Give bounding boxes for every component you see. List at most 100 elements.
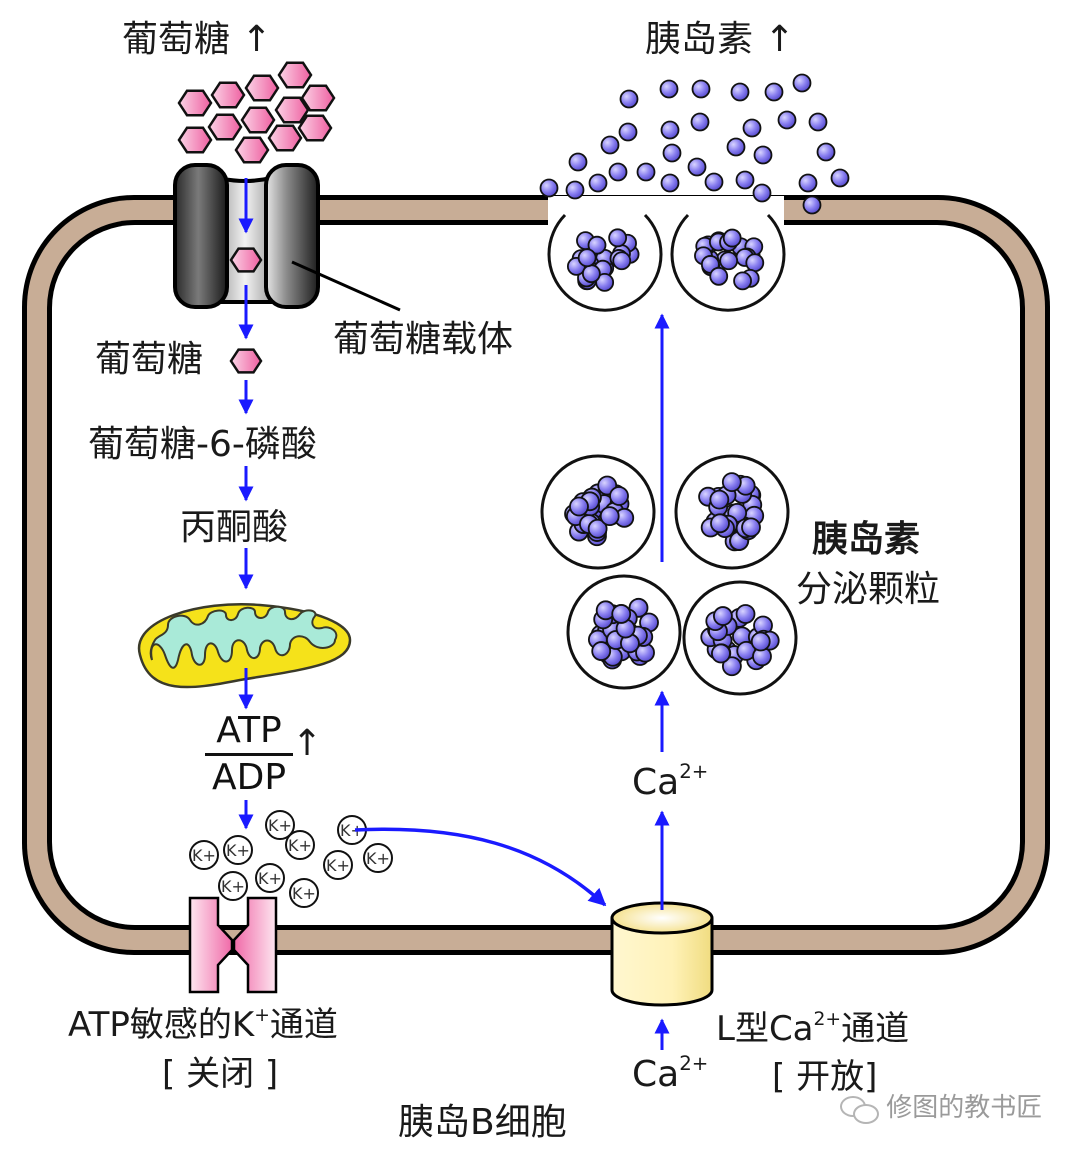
insulin-molecule (742, 118, 762, 138)
insulin-molecule (735, 604, 756, 624)
glucose-molecule (240, 106, 276, 134)
k-atp-channel (188, 896, 278, 994)
glucose-molecule (177, 126, 213, 154)
insulin-molecule (600, 135, 620, 155)
l-type-ca-channel (610, 901, 714, 1007)
insulin-molecule (733, 271, 752, 291)
insulin-molecule (687, 157, 707, 177)
k-ion-circle (265, 810, 295, 840)
ca-inside-label: Ca2+ (632, 762, 708, 803)
insulin-molecule (798, 173, 818, 193)
glucose-inside-label: 葡萄糖 (95, 339, 204, 380)
watermark-text: 修图的教书匠 (886, 1093, 1043, 1123)
insulin-molecule (802, 195, 822, 215)
k-to-ca-arrow (354, 827, 607, 907)
k-ion-circle (323, 850, 353, 880)
k-ion: K+ (218, 871, 248, 901)
insulin-molecule (816, 142, 836, 162)
insulin-granule (540, 454, 656, 570)
k-ion-circle (363, 843, 393, 873)
up-arrow-icon: ↑ (764, 19, 795, 60)
fusing-vesicle (670, 213, 786, 312)
insulin-molecule (719, 251, 739, 271)
insulin-molecule (709, 489, 730, 510)
glucose-molecule (177, 89, 213, 117)
k-channel-label-suffix: 通道 (269, 1005, 338, 1045)
glucose-high-label: 葡萄糖 ↑ (122, 22, 272, 58)
insulin-molecule (808, 112, 828, 132)
insulin-molecule (609, 486, 629, 506)
transporter-leader-line (291, 260, 401, 312)
k-ion-text: K+ (340, 821, 364, 840)
k-channel-label-prefix: ATP敏感的K (68, 1005, 255, 1045)
k-ion: K+ (223, 835, 253, 865)
glucose-high-text: 葡萄糖 (122, 19, 231, 60)
insulin-molecule (591, 641, 612, 661)
adp-text: ADP (211, 757, 287, 798)
ca-channel-label: L型Ca2+通道 (716, 1009, 909, 1046)
k-ion: K+ (285, 830, 315, 860)
k-ion-circle (223, 835, 253, 865)
insulin-molecule (777, 110, 797, 130)
insulin-molecule (660, 173, 680, 193)
glucose-molecule (234, 136, 270, 164)
glucose-molecule (297, 114, 333, 142)
insulin-molecule (735, 170, 755, 190)
k-ion-text: K+ (226, 841, 250, 860)
insulin-granule (682, 580, 798, 696)
insulin-molecule (587, 518, 608, 539)
insulin-molecule (660, 120, 680, 140)
ca-text: Ca (632, 1054, 680, 1095)
k-ion-circle (289, 878, 319, 908)
insulin-molecule (691, 79, 711, 99)
insulin-high-label: 胰岛素 ↑ (645, 22, 795, 58)
glucose-molecule (300, 84, 336, 112)
k-ion-text: K+ (268, 816, 292, 835)
fusing-vesicle (547, 213, 663, 312)
pyruvate-label: 丙酮酸 (180, 507, 289, 548)
insulin-molecule (612, 251, 632, 271)
insulin-molecule (792, 73, 812, 93)
k-ion: K+ (323, 850, 353, 880)
k-channel-label: ATP敏感的K+通道 (68, 1005, 338, 1045)
insulin-molecule (721, 472, 742, 493)
ca-channel-label-sup: 2+ (813, 1009, 842, 1031)
k-ion-circle (255, 863, 285, 893)
cell-membrane (22, 195, 1050, 955)
insulin-molecule (588, 173, 608, 193)
k-ion: K+ (189, 840, 219, 870)
insulin-molecule (569, 496, 589, 517)
k-ion: K+ (289, 878, 319, 908)
insulin-molecule (611, 604, 632, 624)
glucose-molecule (210, 81, 246, 109)
insulin-molecule (710, 513, 730, 534)
insulin-granule (674, 454, 790, 570)
wechat-icon (840, 1095, 879, 1124)
glucose-molecule (244, 74, 280, 102)
insulin-molecule (726, 137, 746, 157)
glucose-molecule (277, 61, 313, 89)
ca-outside-label: Ca2+ (632, 1054, 708, 1095)
insulin-molecule (730, 82, 750, 102)
glucose-molecule (229, 348, 263, 374)
glucose-transporter-label: 葡萄糖载体 (333, 319, 514, 360)
insulin-molecule (752, 183, 772, 203)
k-ion-text: K+ (288, 836, 312, 855)
insulin-molecule (587, 235, 607, 255)
glucose-molecule (229, 247, 263, 273)
insulin-molecule (565, 180, 585, 200)
ca-text: Ca (632, 762, 680, 803)
insulin-molecule (581, 264, 601, 284)
k-ion-circle (189, 840, 219, 870)
insulin-molecule (704, 172, 724, 192)
insulin-molecule (830, 168, 850, 188)
k-ion: K+ (255, 863, 285, 893)
k-ion-text: K+ (258, 869, 282, 888)
watermark: 修图的教书匠 (840, 1093, 1043, 1124)
atp-text: ATP (205, 713, 293, 756)
k-ion: K+ (265, 810, 295, 840)
k-ion-text: K+ (192, 846, 216, 865)
insulin-molecule (599, 506, 620, 527)
k-ion-text: K+ (326, 856, 350, 875)
insulin-molecule (595, 272, 615, 292)
